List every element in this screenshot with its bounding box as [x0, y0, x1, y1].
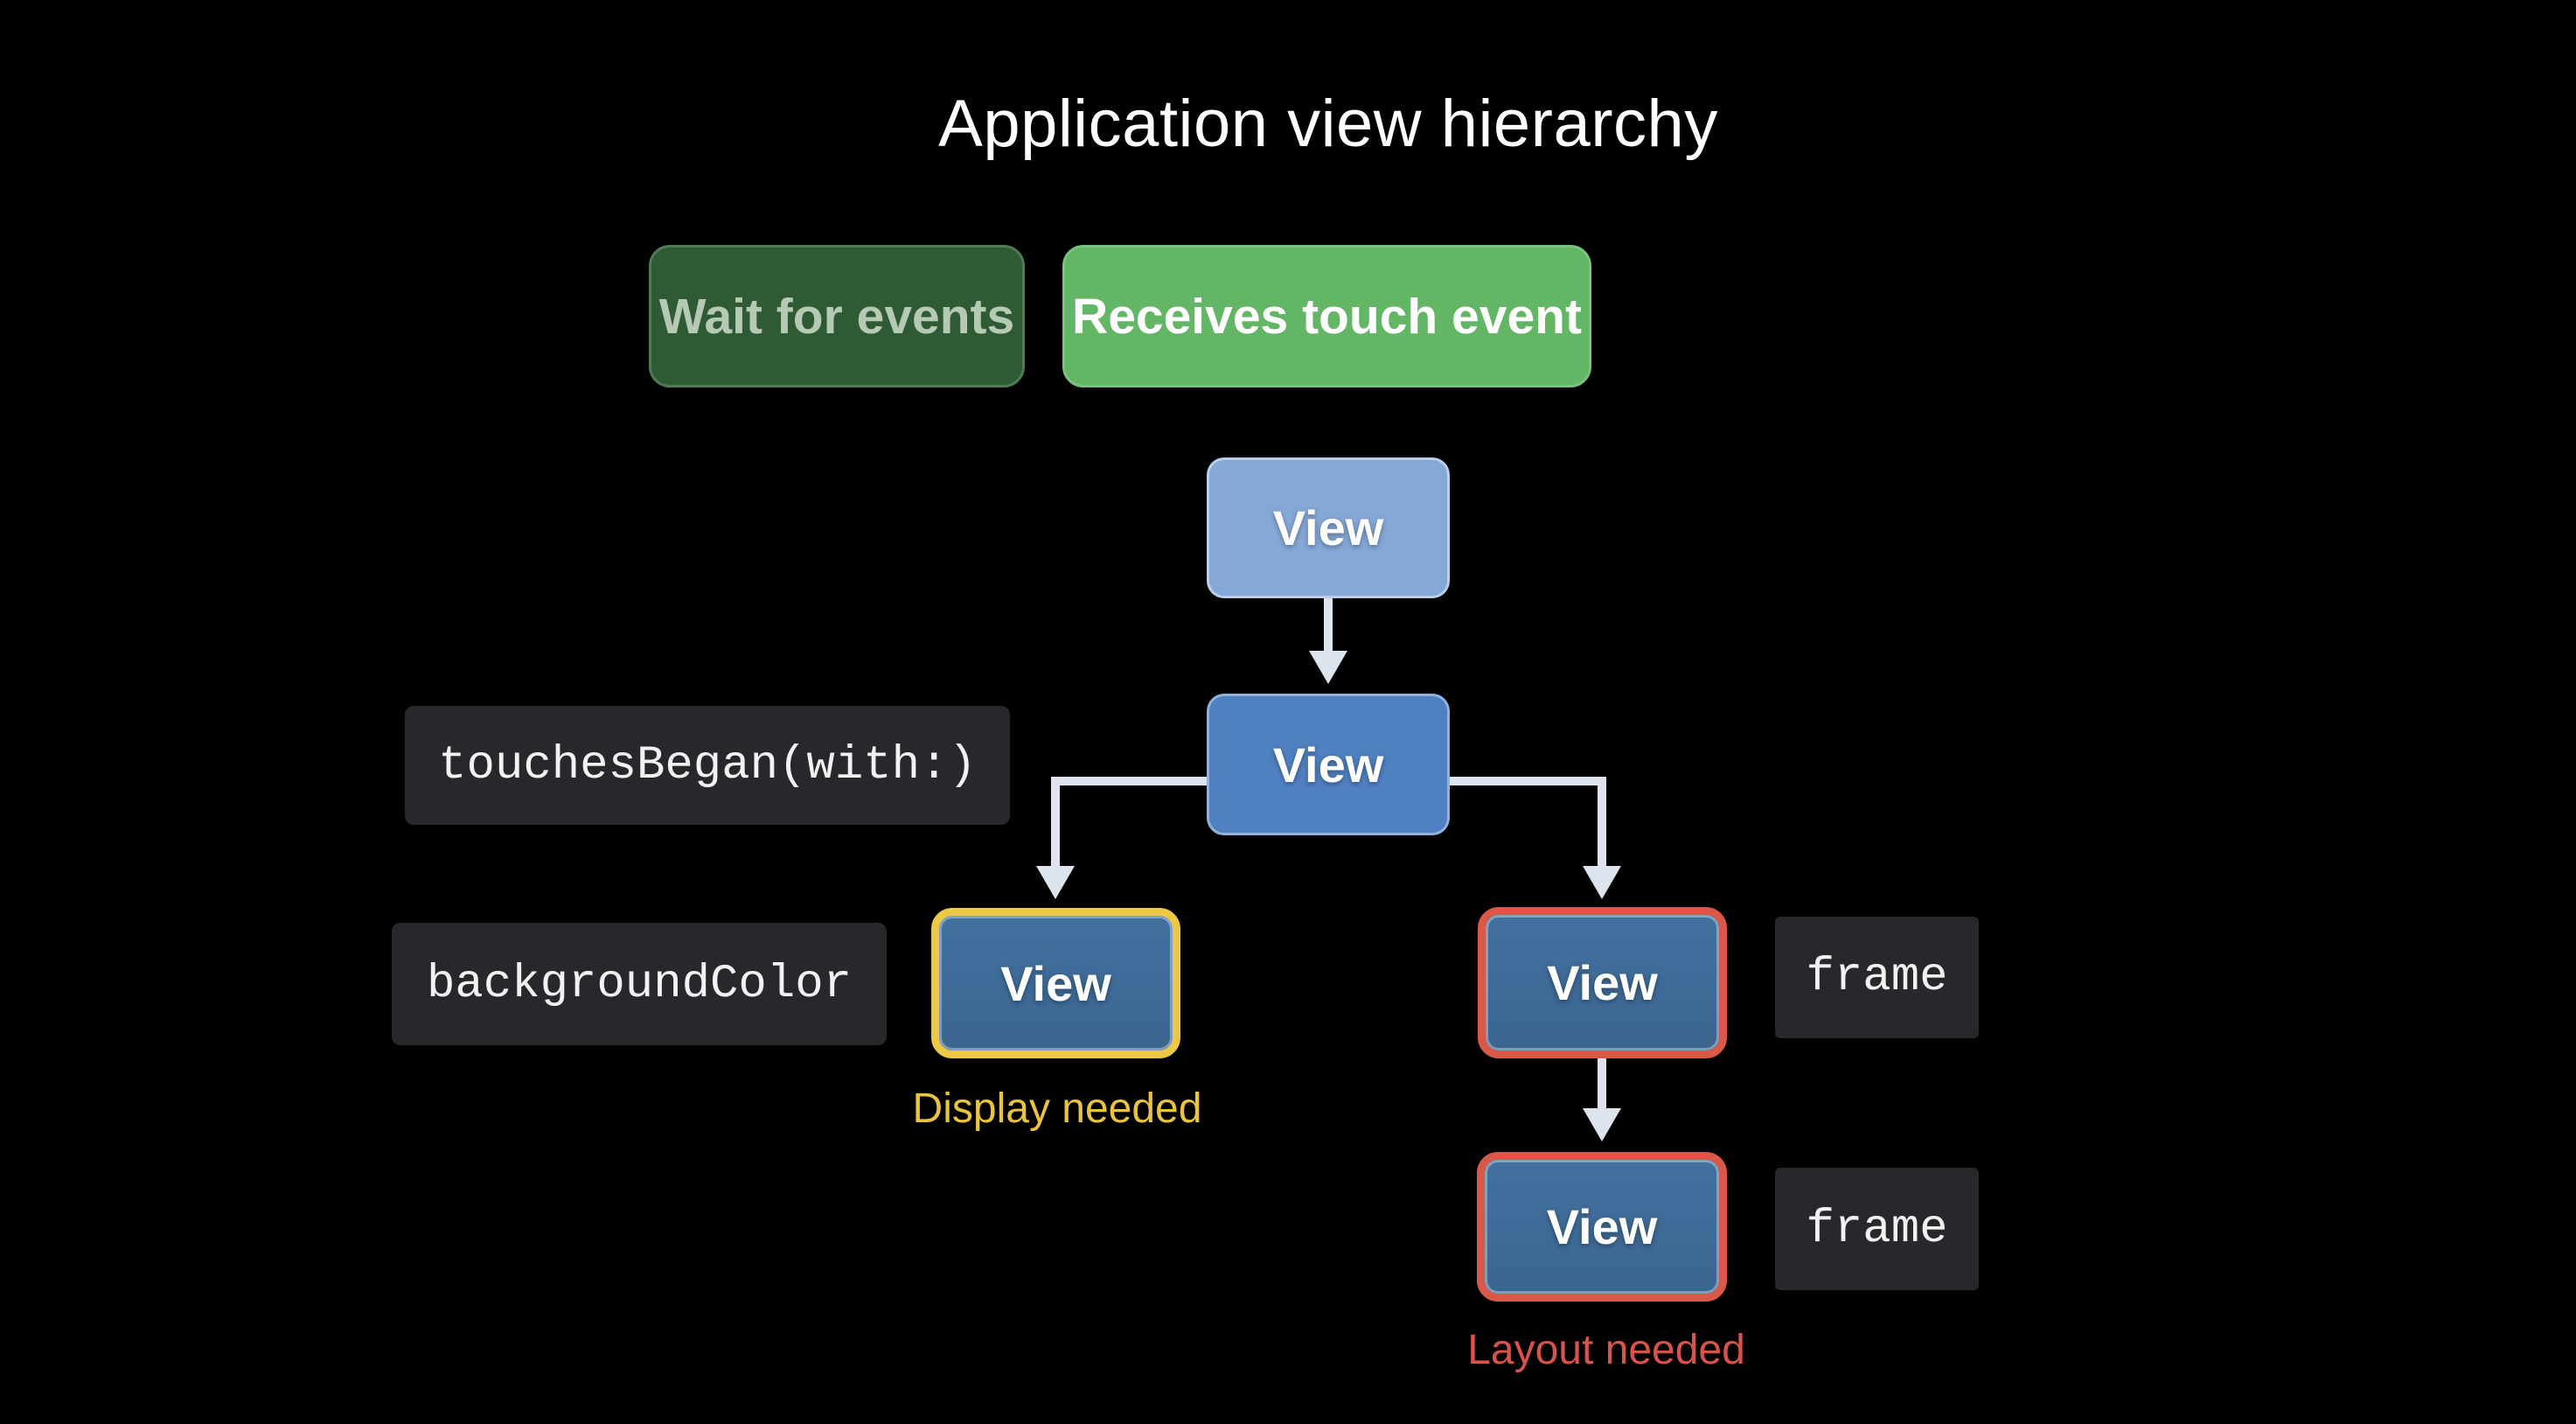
layout-needed-parent-view-node: View: [1478, 907, 1727, 1058]
view-node-label: View: [1000, 955, 1111, 1011]
arrow-shaft: [1598, 1058, 1606, 1108]
receives-touch-event-label: Receives touch event: [1072, 288, 1582, 345]
code-label-touchesbegan: touchesBegan(with:): [405, 706, 1010, 825]
parent-view-node: View: [1207, 694, 1450, 835]
code-label-frame-parent: frame: [1775, 917, 1979, 1038]
view-node-label: View: [1547, 955, 1658, 1010]
arrow-shaft: [1324, 598, 1333, 651]
status-display-needed: Display needed: [912, 1085, 1202, 1132]
code-text: frame: [1806, 951, 1948, 1004]
status-layout-needed: Layout needed: [1467, 1327, 1745, 1373]
receives-touch-event-badge: Receives touch event: [1062, 245, 1591, 387]
root-view-node: View: [1207, 457, 1450, 598]
code-label-backgroundcolor: backgroundColor: [392, 923, 887, 1045]
code-text: touchesBegan(with:): [438, 738, 977, 792]
view-node-label: View: [1546, 1199, 1658, 1254]
layout-needed-child-view-node: View: [1477, 1152, 1727, 1302]
connector-vertical-shaft: [1598, 777, 1606, 866]
arrowhead-down-icon: [1309, 651, 1347, 684]
display-needed-view-node: View: [931, 908, 1180, 1058]
code-text: frame: [1806, 1202, 1948, 1256]
wait-for-events-label: Wait for events: [658, 288, 1015, 345]
arrowhead-down-icon: [1036, 866, 1075, 899]
arrowhead-down-icon: [1583, 866, 1621, 899]
connector-vertical-shaft: [1051, 777, 1060, 866]
arrowhead-down-icon: [1583, 1108, 1621, 1141]
slide-title: Application view hierarchy: [938, 87, 1718, 161]
code-text: backgroundColor: [426, 957, 853, 1011]
wait-for-events-badge: Wait for events: [649, 245, 1025, 387]
view-node-label: View: [1272, 500, 1384, 555]
connector-horizontal-shaft: [1051, 777, 1208, 785]
connector-horizontal-shaft: [1448, 777, 1606, 785]
code-label-frame-child: frame: [1775, 1168, 1979, 1290]
view-node-label: View: [1272, 736, 1384, 792]
